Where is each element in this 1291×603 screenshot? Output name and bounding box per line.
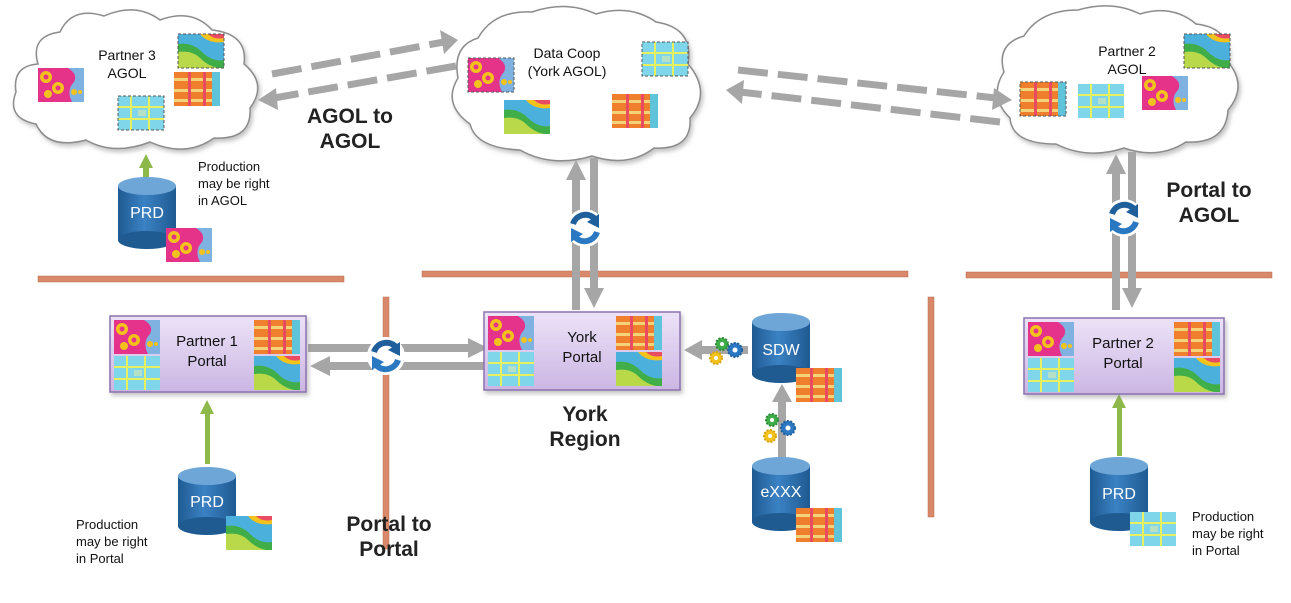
database-prd-right [1090,457,1176,546]
portal-title-partner1-line2: Portal [187,353,227,370]
label-portal-to-agol-line2: AGOL [1178,204,1240,227]
divider-top-center [421,270,909,278]
label-york-region-line1: York [562,403,608,426]
label-agol-to-agol: AGOL to AGOL [290,104,410,154]
cloud-title-datacoop-line2: (York AGOL) [527,63,607,79]
cloud-title-datacoop-line1: Data Coop [533,45,601,61]
db-label-prd-right: PRD [1102,486,1136,503]
db-label-prd-top-left: PRD [130,205,164,222]
note-production-agol-line3: in AGOL [198,193,248,208]
partner2-cloud-maps [1019,33,1231,118]
portal-title-york-line2: Portal [562,349,602,366]
db-label-prd-bottom-left: PRD [190,494,224,511]
note-production-agol-line1: Production [198,159,261,174]
gear-icon-sdw [709,337,743,365]
label-york-region: York Region [530,402,640,452]
note-production-portal-left: Production may be right in Portal [76,516,186,567]
note-production-portal-right-line3: in Portal [1192,543,1240,558]
note-production-portal-left-line2: may be right [76,534,148,549]
db-label-sdw: SDW [762,342,800,359]
cloud-title-partner2-line1: Partner 2 [1098,43,1156,59]
database-sdw [752,313,842,402]
portal-box-partner1 [109,315,307,393]
portal-title-partner2-line1: Partner 2 [1092,335,1154,352]
cloud-title-datacoop: Data Coop (York AGOL) [512,44,622,80]
label-portal-to-agol-line1: Portal to [1166,179,1252,202]
divider-top-left [37,275,345,283]
label-portal-to-portal-line1: Portal to [346,513,432,536]
note-production-agol-line2: may be right [198,176,270,191]
sync-icon-portal-agol [1105,199,1143,237]
divider-vertical-left [382,296,390,550]
note-production-portal-right-line2: may be right [1192,526,1264,541]
label-york-region-line2: Region [549,428,621,451]
database-prd-bottom-left [178,467,272,550]
portal-title-partner1: Partner 1 Portal [162,332,252,372]
agol-arrowheads [258,30,1012,110]
db-label-exxx: eXXX [760,484,802,501]
label-portal-to-agol: Portal to AGOL [1144,178,1274,228]
divider-vertical-right [927,296,935,518]
sync-icon-york-agol [566,209,604,247]
upload-arrow-prd-right [1112,394,1126,456]
upload-arrow-prd-bottom-left [200,400,214,464]
database-prd-top-left [118,177,212,262]
portal-box-partner2 [1023,317,1225,395]
cloud-title-partner3: Partner 3 AGOL [82,46,172,82]
label-portal-to-portal-line2: Portal [359,538,419,561]
label-agol-to-agol-line1: AGOL to [307,105,393,128]
database-exxx [752,457,842,542]
cloud-partner2-agol [996,5,1239,154]
portal-title-partner1-line1: Partner 1 [176,333,238,350]
portal-title-york: York Portal [542,328,622,368]
gear-icon-exxx [763,413,796,443]
datacoop-cloud-maps [467,41,689,134]
agol-to-agol-arrows [271,38,1001,126]
cloud-title-partner2: Partner 2 AGOL [1082,42,1172,78]
label-portal-to-portal: Portal to Portal [326,512,452,562]
cloud-title-partner3-line2: AGOL [107,65,147,81]
portal-title-york-line1: York [567,329,597,346]
partner3-cloud-maps [38,33,225,131]
note-production-portal-right: Production may be right in Portal [1192,508,1288,559]
cloud-title-partner2-line2: AGOL [1107,61,1147,77]
portal-title-partner2-line2: Portal [1103,355,1143,372]
note-production-portal-left-line1: Production [76,517,139,532]
portal-box-york [483,311,681,391]
sync-icon-portal-portal [367,337,405,375]
cloud-title-partner3-line1: Partner 3 [98,47,156,63]
note-production-portal-left-line3: in Portal [76,551,124,566]
portal-title-partner2: Partner 2 Portal [1078,334,1168,374]
note-production-agol: Production may be right in AGOL [198,158,308,209]
label-agol-to-agol-line2: AGOL [319,130,381,153]
note-production-portal-right-line1: Production [1192,509,1255,524]
